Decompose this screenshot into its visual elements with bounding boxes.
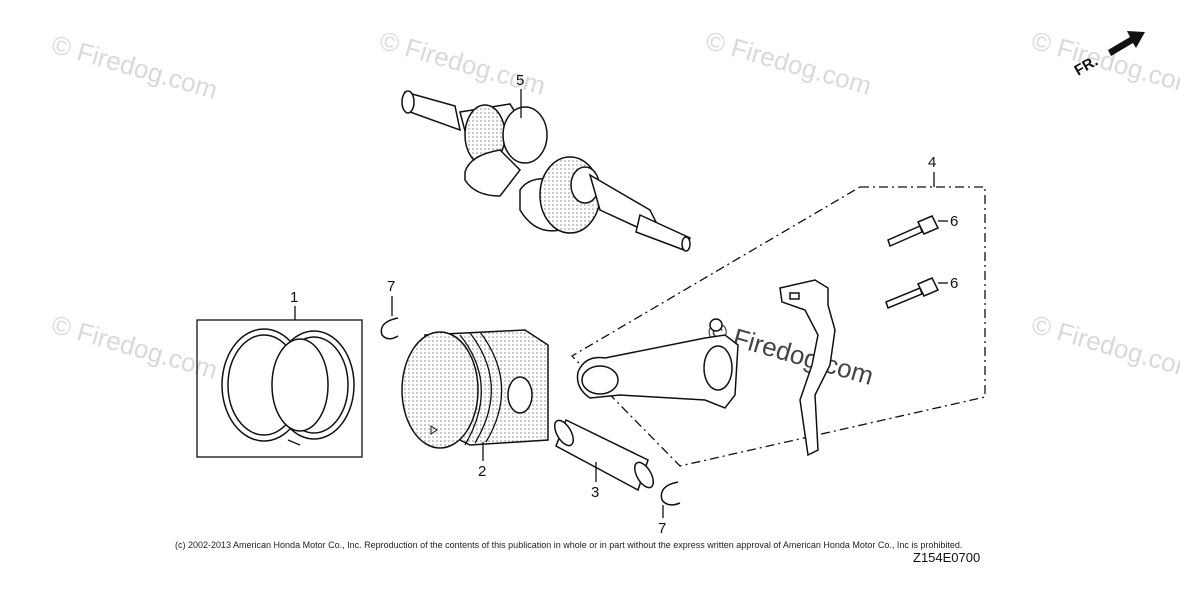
callout-clip-lower: 7	[658, 520, 666, 537]
callout-piston: 2	[478, 463, 486, 480]
watermark-text: © Firedog.com	[702, 25, 875, 101]
connecting-rod[interactable]	[576, 318, 739, 409]
watermark-text: © Firedog.com	[48, 309, 221, 385]
watermark-text: © Firedog.com	[376, 25, 549, 101]
piston-pin-clip-lower[interactable]	[660, 481, 681, 506]
callout-bolt-lower: 6	[950, 275, 958, 292]
piston-ring-set[interactable]	[221, 328, 355, 446]
callout-crankshaft: 5	[516, 72, 524, 89]
callout-clip-upper: 7	[387, 278, 395, 295]
piston-pin[interactable]	[551, 417, 657, 492]
piston[interactable]	[401, 329, 549, 449]
connecting-rod-bolt-lower[interactable]	[885, 277, 940, 309]
callout-piston-pin: 3	[591, 484, 599, 501]
connecting-rod-cap[interactable]	[779, 279, 836, 457]
callout-connecting-rod-assembly: 4	[928, 154, 936, 171]
connecting-rod-bolt-upper[interactable]	[887, 215, 940, 248]
watermark-text: © Firedog.com	[1028, 25, 1180, 101]
watermark-text: © Firedog.com	[1028, 309, 1180, 385]
ring-set-frame	[196, 319, 363, 458]
callout-bolt-upper: 6	[950, 213, 958, 230]
connecting-rod-assembly-frame	[570, 186, 986, 467]
watermark-text: © Firedog.com	[48, 29, 221, 105]
diagram-code: Z154E0700	[913, 550, 980, 565]
callout-ring-set: 1	[290, 289, 298, 306]
copyright-notice: (c) 2002-2013 American Honda Motor Co., …	[175, 540, 962, 550]
piston-pin-clip-upper[interactable]	[380, 317, 399, 340]
arrow-icon	[1108, 31, 1145, 56]
crankshaft[interactable]	[401, 90, 692, 252]
